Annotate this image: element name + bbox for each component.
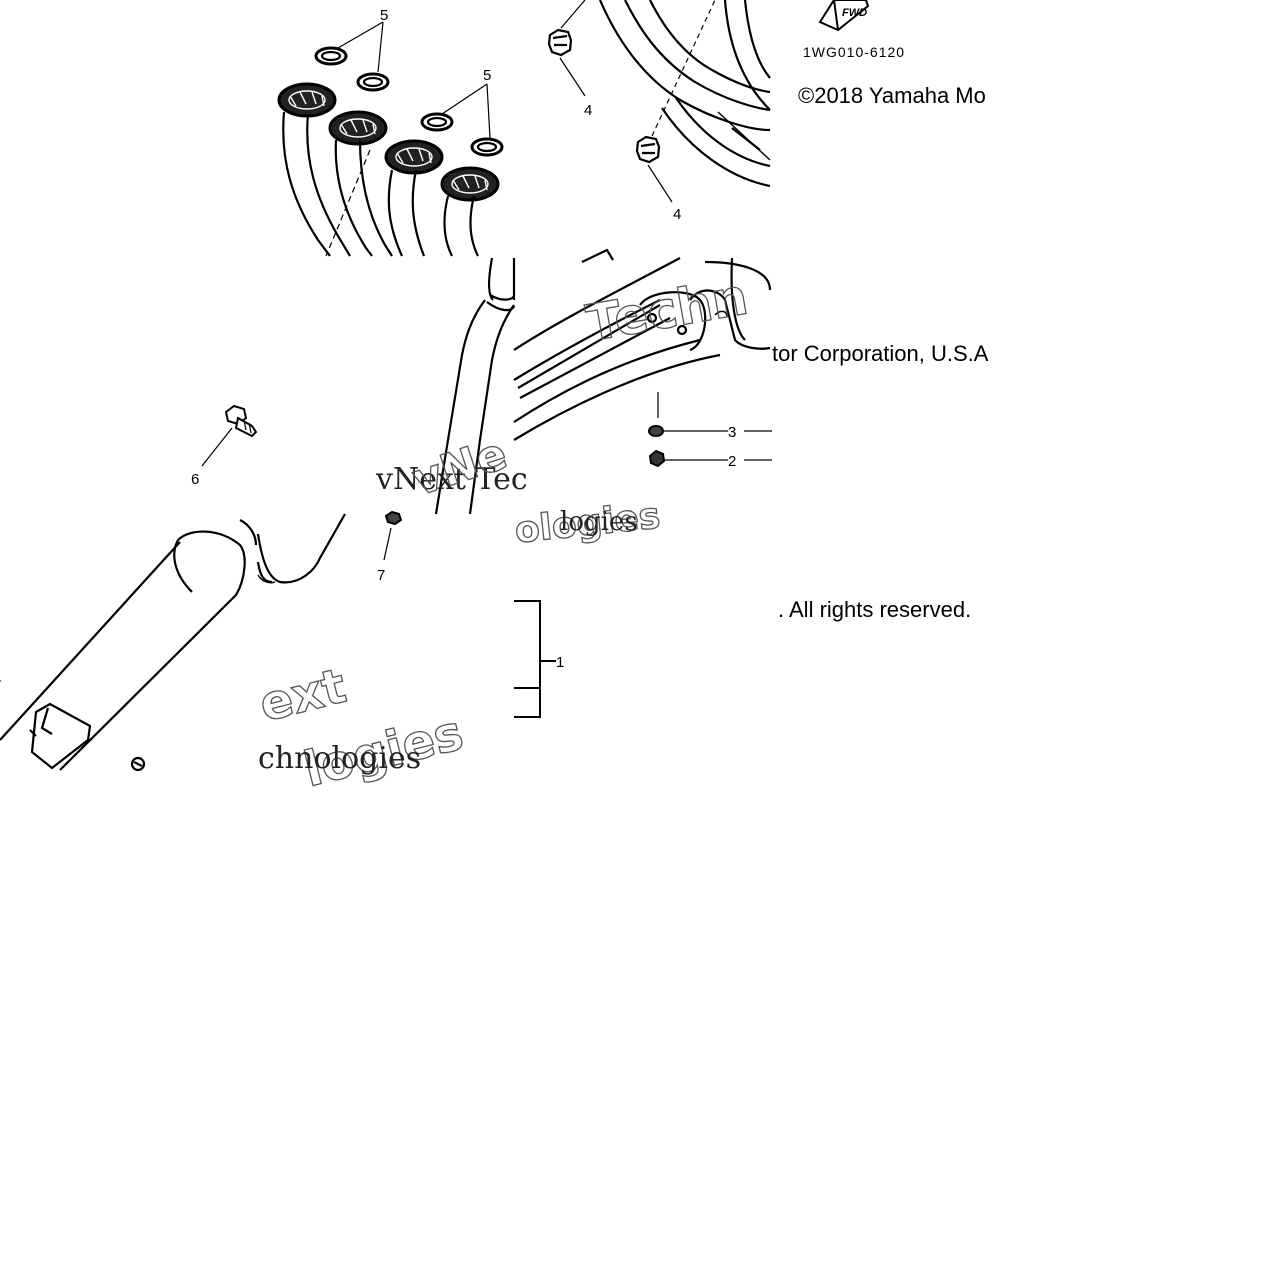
svg-text:FWD: FWD (842, 7, 867, 19)
callout-4a: 4 (584, 102, 592, 119)
washer-3 (648, 425, 772, 437)
callout-6: 6 (191, 471, 199, 488)
copyright-line-1: ©2018 Yamaha Mo (798, 83, 986, 108)
callout-labels-top-left: 5 5 (380, 7, 491, 84)
bolt-6 (201, 404, 258, 467)
watermark-techn-outline: Techn (582, 268, 752, 353)
exhaust-nuts-and-pipes (547, 0, 771, 203)
exhaust-mid-pipe (434, 257, 516, 515)
callout-5a: 5 (380, 7, 388, 24)
nut-icon (547, 28, 573, 57)
bolt-2 (648, 449, 772, 468)
callout-7: 7 (377, 567, 385, 584)
watermark-chnologies-serif: chnologies (258, 741, 421, 776)
bracket-1 (514, 600, 556, 718)
callout-3: 3 (728, 424, 736, 441)
watermark-ext-outline: ext (254, 658, 351, 733)
nut-7 (383, 510, 403, 561)
copyright-line-3: . All rights reserved. (778, 597, 972, 622)
watermark-logies-serif: logies (560, 507, 638, 537)
callout-1: 1 (556, 654, 564, 671)
pipe-end (256, 513, 346, 584)
watermark-vnext-serif: vNext Tec (375, 462, 528, 497)
callout-labels-top-mid: 4 4 (584, 102, 681, 223)
gasket-4 (470, 137, 504, 157)
callout-5b: 5 (483, 67, 491, 84)
part-code: 1WG010-6120 (803, 44, 906, 60)
nut-icon (635, 135, 661, 164)
callout-2: 2 (728, 453, 736, 470)
muffler (0, 519, 258, 772)
callout-4b: 4 (673, 206, 681, 223)
gasket-2 (356, 72, 390, 92)
copyright-line-2: tor Corporation, U.S.A (772, 341, 989, 366)
exhaust-header-flanges (277, 21, 504, 257)
gasket-3 (420, 112, 454, 132)
exhaust-bracket (513, 248, 772, 441)
fwd-arrow-icon: FWD (818, 0, 870, 32)
gasket-1 (314, 46, 348, 66)
